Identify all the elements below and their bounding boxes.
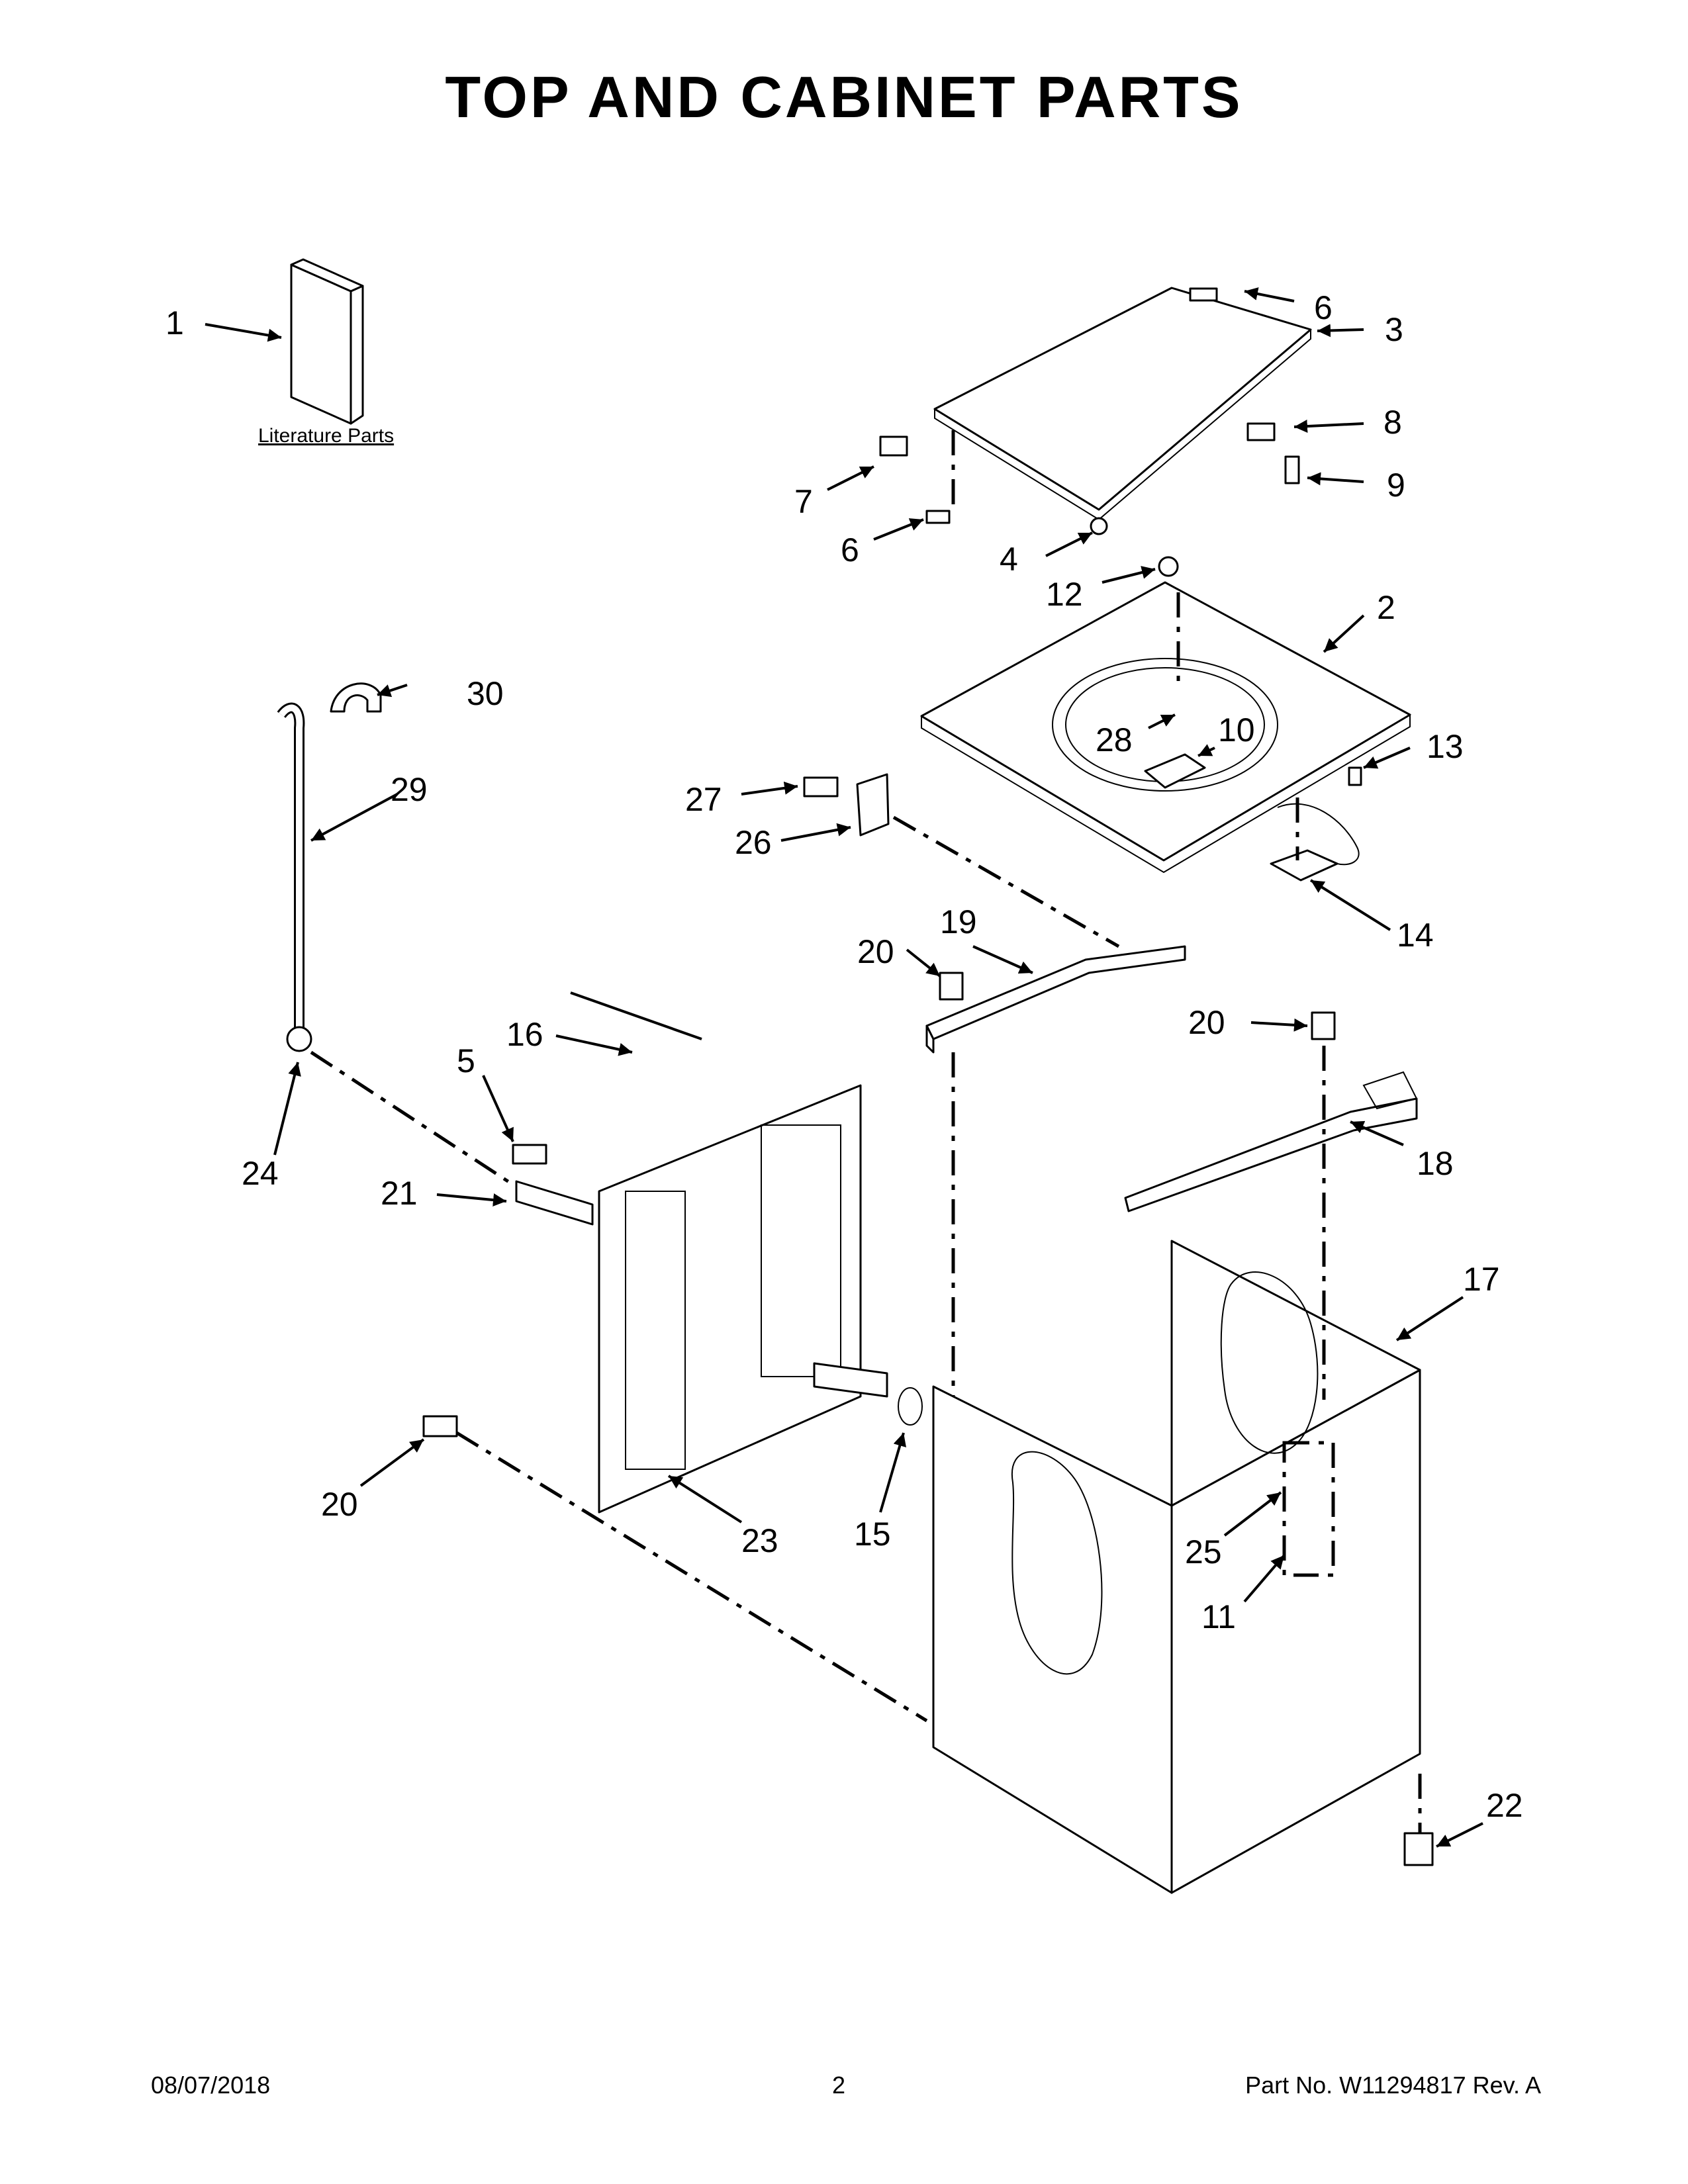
- callout-10: 10: [1218, 711, 1255, 749]
- hinge-screw[interactable]: [879, 435, 908, 457]
- support-rod[interactable]: [570, 991, 702, 1040]
- callout-1: 1: [165, 304, 184, 341]
- callout-18: 18: [1417, 1145, 1454, 1182]
- literature-parts-label: Literature Parts: [258, 425, 394, 447]
- assembly-lines: [310, 430, 1422, 1833]
- callout-28: 28: [1096, 721, 1133, 758]
- hinge-right[interactable]: [1246, 422, 1276, 441]
- lid-switch[interactable]: [1270, 803, 1360, 882]
- callout-14: 14: [1397, 917, 1434, 954]
- hinge-screw-right[interactable]: [1284, 455, 1300, 484]
- callout-22: 22: [1486, 1787, 1523, 1824]
- inlet-hose[interactable]: [515, 1180, 594, 1226]
- callout-27: 27: [685, 781, 722, 818]
- callout-4: 4: [1000, 541, 1018, 578]
- literature-booklet[interactable]: [290, 258, 364, 425]
- callout-3: 3: [1385, 311, 1403, 348]
- top-panel[interactable]: [920, 581, 1411, 874]
- washer-lid[interactable]: [933, 287, 1312, 521]
- callout-8: 8: [1383, 404, 1402, 441]
- callout-6-bottom: 6: [841, 531, 859, 569]
- callout-15: 15: [854, 1516, 891, 1553]
- footer-date: 08/07/2018: [151, 2071, 271, 2099]
- callout-24: 24: [242, 1155, 279, 1192]
- drain-hose-inner: [279, 704, 303, 1032]
- callout-11: 11: [1201, 1598, 1236, 1635]
- callout-23: 23: [741, 1522, 778, 1559]
- screw-27[interactable]: [803, 776, 839, 797]
- callout-20-bottom: 20: [321, 1486, 358, 1523]
- leader-arrows: [205, 287, 1483, 1848]
- rear-panel[interactable]: [598, 1084, 862, 1514]
- hinge-clip-left[interactable]: [925, 510, 951, 524]
- footer-part-number: Part No. W11294817 Rev. A: [1245, 2071, 1541, 2099]
- callout-25: 25: [1185, 1533, 1222, 1570]
- screw-13[interactable]: [1348, 766, 1362, 786]
- callout-30: 30: [467, 675, 504, 712]
- callout-6-top: 6: [1314, 289, 1333, 326]
- leveling-leg[interactable]: [1403, 1832, 1434, 1866]
- callout-21: 21: [381, 1175, 418, 1212]
- callout-labels: 1 6 3 8 9 7 6 4 12 2 28 10 13 14 30 29 2…: [165, 289, 1523, 1824]
- lid-bumper[interactable]: [1090, 517, 1108, 535]
- screw-5[interactable]: [512, 1144, 547, 1165]
- page-title: TOP AND CABINET PARTS: [445, 64, 1243, 130]
- callout-20-right: 20: [1188, 1004, 1225, 1041]
- screw-20-top[interactable]: [939, 972, 964, 1001]
- callout-26: 26: [735, 824, 772, 861]
- callout-20-top: 20: [857, 933, 894, 970]
- drain-hose-outlet[interactable]: [813, 1362, 923, 1426]
- footer-page-number: 2: [832, 2071, 846, 2099]
- hose-guide[interactable]: [330, 682, 382, 713]
- callout-13: 13: [1427, 728, 1464, 765]
- callout-19: 19: [940, 903, 977, 940]
- rear-bracket[interactable]: [1124, 1071, 1418, 1212]
- front-bracket[interactable]: [925, 945, 1186, 1054]
- callout-16: 16: [506, 1016, 543, 1053]
- washer-cabinet[interactable]: [932, 1240, 1421, 1894]
- callout-9: 9: [1387, 467, 1405, 504]
- grommet[interactable]: [1158, 556, 1179, 577]
- hinge-clip-right[interactable]: [1189, 287, 1218, 302]
- screw-20-right[interactable]: [1311, 1011, 1336, 1040]
- screw-20-bottom[interactable]: [422, 1415, 458, 1437]
- callout-2: 2: [1377, 589, 1395, 626]
- hose-clamp[interactable]: [286, 1026, 312, 1052]
- panel-clip[interactable]: [856, 773, 890, 837]
- callout-29: 29: [391, 771, 428, 808]
- callout-12: 12: [1046, 576, 1083, 613]
- callout-17: 17: [1463, 1261, 1500, 1298]
- callout-7: 7: [794, 483, 813, 520]
- callout-5: 5: [457, 1042, 475, 1079]
